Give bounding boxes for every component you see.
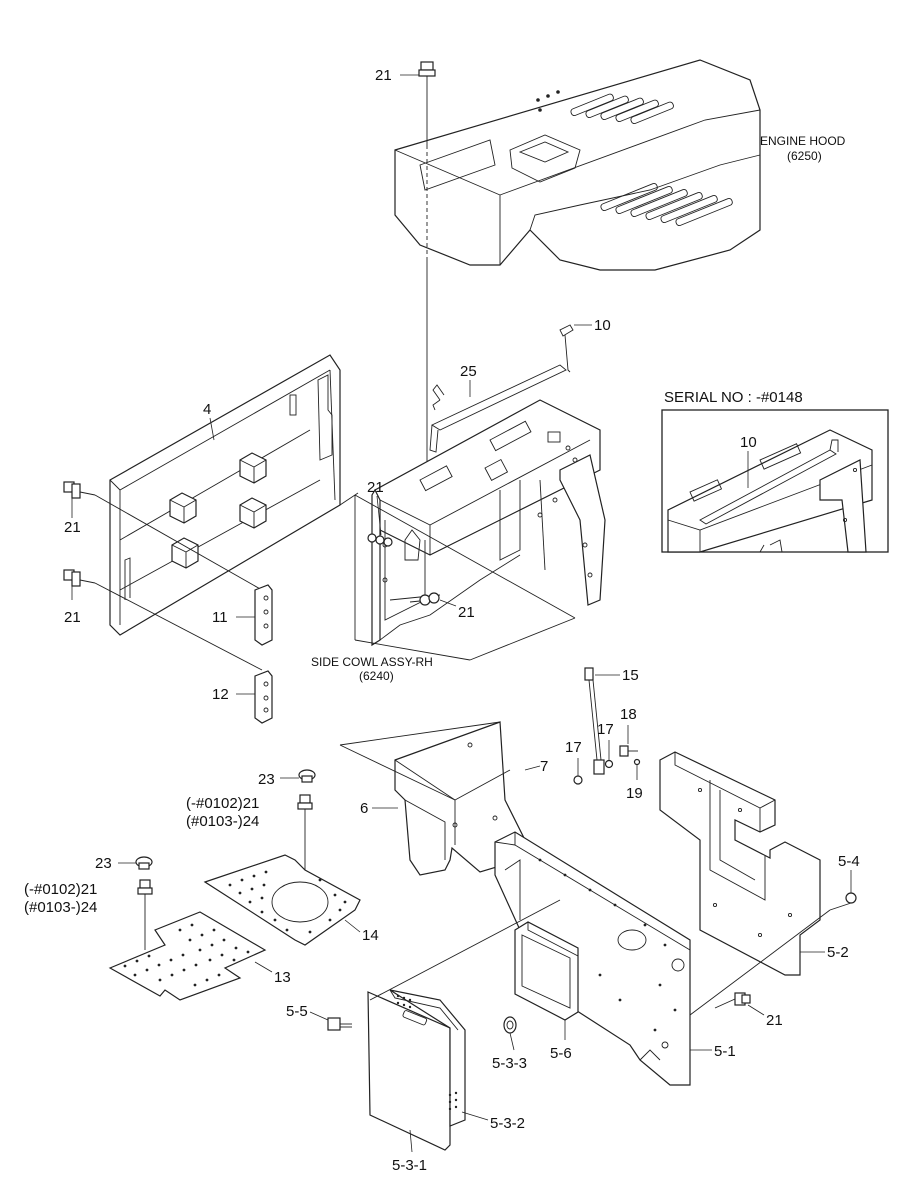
engine-hood-label: ENGINE HOOD <box>760 134 846 148</box>
part-13-label: 13 <box>274 969 291 986</box>
plate-14 <box>203 854 361 946</box>
side-cowl-label: SIDE COWL ASSY-RH <box>311 655 433 669</box>
part-10-inset-label: 10 <box>740 434 757 451</box>
hood-vent-slots-lower <box>600 182 733 227</box>
door-hinge-dots <box>396 994 458 1111</box>
part-12-label: 12 <box>212 686 229 703</box>
part-10-label: 10 <box>594 317 611 334</box>
part-18-label: 18 <box>620 706 637 723</box>
bolt-5-4 <box>829 892 857 911</box>
part-5-3-3-label: 5-3-3 <box>492 1055 527 1072</box>
frame-5-6 <box>514 921 579 1021</box>
hood-vent-slots-upper <box>570 93 674 125</box>
part-19-label: 19 <box>626 785 643 802</box>
panel-4 <box>109 354 341 636</box>
rod-10 <box>432 324 574 411</box>
serial-b-21-label: (-#0102)21 <box>24 881 97 898</box>
part-5-1-label: 5-1 <box>714 1043 736 1060</box>
part-23-b-label: 23 <box>95 855 112 872</box>
side-cowl-assy <box>371 399 606 647</box>
plate-13-holes <box>123 923 250 987</box>
part-17-a-label: 17 <box>565 739 582 756</box>
plate-13 <box>108 911 267 1001</box>
bolt-21-right <box>714 992 751 1009</box>
part-25-label: 25 <box>460 363 477 380</box>
panel-5-2 <box>659 751 821 976</box>
bolt-5-5 <box>327 1017 352 1031</box>
serial-a-24-label: (#0103-)24 <box>186 813 259 830</box>
washer-17-b <box>604 759 614 769</box>
bolt-21-left-b <box>63 569 96 587</box>
cover-6-7 <box>394 721 526 876</box>
plate-14-holes <box>228 870 347 934</box>
part-5-3-2-label: 5-3-2 <box>490 1115 525 1132</box>
engine-hood <box>394 59 761 271</box>
bracket-12 <box>254 670 273 724</box>
bolt-21-left-a <box>63 481 96 499</box>
part-21-left-b-label: 21 <box>64 609 81 626</box>
bolt-21-24-a <box>297 794 313 870</box>
part-21-top-label: 21 <box>375 67 392 84</box>
engine-hood-code: (6250) <box>787 149 822 163</box>
part-11-label: 11 <box>212 609 228 626</box>
part-7-label: 7 <box>540 758 548 775</box>
panel-5-1-holes <box>538 858 677 1032</box>
strap-15 <box>584 667 605 775</box>
side-cowl-code: (6240) <box>359 669 394 683</box>
bolt-18 <box>619 745 638 757</box>
serial-inset <box>661 409 889 553</box>
panel-5-1 <box>494 831 691 1086</box>
part-21-cowl-a-label: 21 <box>367 479 384 496</box>
part-21-right-label: 21 <box>766 1012 783 1029</box>
plug-23-b <box>135 856 153 870</box>
bolt-21-24-b <box>137 879 153 950</box>
bolt-21-cowl-a <box>367 533 393 547</box>
part-5-2-label: 5-2 <box>827 944 849 961</box>
part-5-3-1-label: 5-3-1 <box>392 1157 427 1174</box>
part-15-label: 15 <box>622 667 639 684</box>
part-6-label: 6 <box>360 800 368 817</box>
part-5-5-label: 5-5 <box>286 1003 308 1020</box>
rod-25 <box>429 364 567 453</box>
part-14-label: 14 <box>362 927 379 944</box>
part-4-label: 4 <box>203 401 211 418</box>
washer-17-a <box>573 775 583 785</box>
part-17-b-label: 17 <box>597 721 614 738</box>
part-21-left-a-label: 21 <box>64 519 81 536</box>
bolt-21-cowl-b <box>409 592 440 606</box>
bolt-21-top <box>418 61 436 92</box>
serial-b-24-label: (#0103-)24 <box>24 899 97 916</box>
door-5-3 <box>367 989 466 1151</box>
part-21-cowl-b-label: 21 <box>458 604 475 621</box>
grommet-5-3-3 <box>503 1016 517 1034</box>
serial-a-21-label: (-#0102)21 <box>186 795 259 812</box>
part-23-a-label: 23 <box>258 771 275 788</box>
part-5-6-label: 5-6 <box>550 1045 572 1062</box>
part-5-4-label: 5-4 <box>838 853 860 870</box>
plug-23-a <box>298 769 316 783</box>
pin-19 <box>633 758 641 766</box>
serial-no-label: SERIAL NO : -#0148 <box>664 389 803 406</box>
bracket-11 <box>254 584 273 646</box>
